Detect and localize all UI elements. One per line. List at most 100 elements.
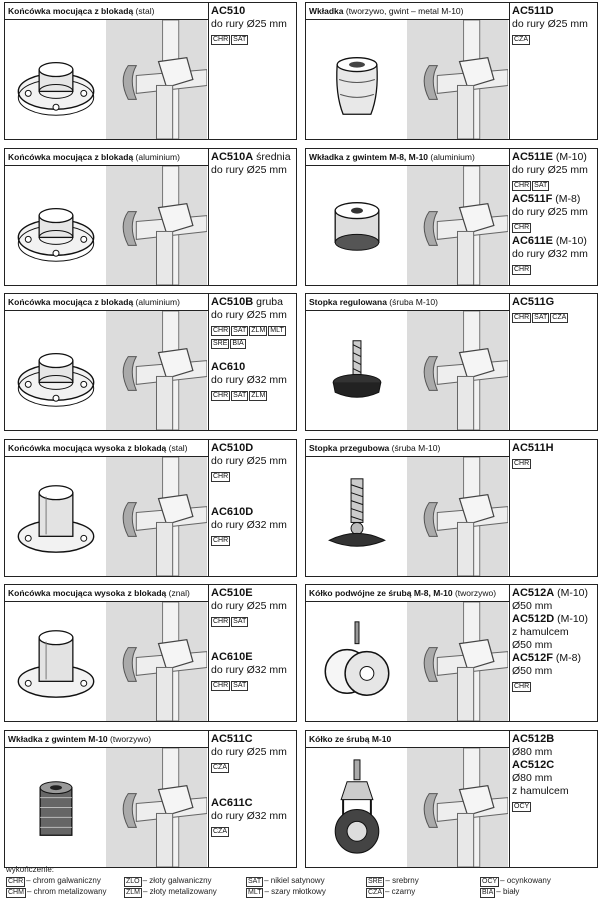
legend-item: OCY– ocynkowany [480,875,551,887]
product-title: Wkładka z gwintem M-10 (tworzywo) [8,734,151,744]
product-code-line: AC510 [211,5,297,18]
product-description: do rury Ø25 mm [211,18,287,30]
product-variant: (M-10) [554,613,589,625]
product-title-material: (śruba M-10) [389,443,441,453]
product-description: do rury Ø32 mm [512,248,588,260]
legend-label: – złoty galwaniczny [142,876,212,885]
finish-badge: SAT [231,681,249,691]
product-code: AC512F [512,652,553,664]
product-title-material: (stal) [133,6,155,16]
title-divider [306,601,509,602]
product-drawing [307,166,407,285]
finish-badges: CHR [512,679,598,692]
product-title-material: (tworzywo, gwint – metal M-10) [343,6,464,16]
finish-badge: OCY [512,802,532,812]
application-photo [407,457,508,576]
product-description: do rury Ø32 mm [211,664,287,676]
legend-label: – biały [496,887,520,896]
finish-badges: CHR [512,220,598,233]
product-drawing [6,457,106,576]
product-code: AC511D [512,5,554,17]
product-title-material: (tworzywo) [452,588,497,598]
product-title-material: (śruba M-10) [386,297,438,307]
product-card: Wkładka z gwintem M-8, M-10 (aluminium)A… [305,148,598,286]
finish-badge: CZA [211,827,229,837]
product-title-bold: Wkładka z gwintem M-8, M-10 [309,152,429,162]
product-variant: średnia [253,151,291,163]
product-code: AC511G [512,296,555,308]
product-description: Ø50 mm [512,600,553,612]
finish-badges: CZA [512,32,598,45]
product-description: do rury Ø25 mm [512,206,588,218]
product-description: Ø50 mm [512,665,553,677]
product-variant: (M-10) [554,587,589,599]
finish-badge: SAT [231,326,249,336]
finish-badges: OCY [512,799,598,812]
product-variant: (M-8) [552,193,581,205]
product-title-bold: Kółko podwójne ze śrubą M-8, M-10 [309,588,453,598]
legend-item: CHR– chrom galwaniczny [6,875,101,887]
legend-label: – chrom metalizowany [26,887,107,896]
product-code-line: AC511D [512,5,598,18]
product-drawing [307,20,407,139]
column-divider [208,440,209,576]
column-divider [208,294,209,430]
application-photo [407,20,508,139]
product-card: Końcówka mocująca z blokadą (aluminium)A… [4,293,297,431]
finish-badge: CHR [512,459,532,469]
legend-label: – ocynkowany [500,876,551,885]
finish-badge: CHR [211,681,231,691]
title-divider [5,165,208,166]
product-title: Końcówka mocująca z blokadą (stal) [8,6,154,16]
product-title: Stopka regulowana (śruba M-10) [309,297,438,307]
finish-badges: CHR [211,469,297,482]
product-variant: (M-10) [552,151,587,163]
legend-code: CZA [366,888,384,898]
product-drawing [6,311,106,430]
product-code-line: AC610D [211,506,297,519]
finish-badge: CHR [211,536,231,546]
finish-badge: CHR [211,35,231,45]
finish-badge: CHR [512,265,532,275]
legend-code: CHM [6,888,26,898]
product-card: Końcówka mocująca wysoka z blokadą (znal… [4,584,297,722]
legend-code: BIA [480,888,496,898]
legend-code: MLT [246,888,264,898]
product-card: Końcówka mocująca wysoka z blokadą (stal… [4,439,297,577]
product-variant: (M-8) [552,652,581,664]
product-code-line: AC512F (M-8) [512,652,598,665]
finish-badge: CHR [211,326,231,336]
application-photo [407,311,508,430]
finish-badges: CHR [211,533,297,546]
product-code-line: AC511F (M-8) [512,193,598,206]
product-description: do rury Ø25 mm [211,600,287,612]
title-divider [5,601,208,602]
finish-badges: CZA [211,760,297,773]
column-divider [208,3,209,139]
finish-badge: CHR [211,617,231,627]
finish-badges: CHR [512,456,598,469]
product-description: do rury Ø25 mm [211,309,287,321]
column-divider [208,585,209,721]
application-photo [106,20,207,139]
product-title-material: (tworzywo) [107,734,152,744]
product-title-bold: Stopka regulowana [309,297,387,307]
application-photo [106,748,207,867]
legend-label: – srebrny [385,876,419,885]
application-photo [106,311,207,430]
finish-badge: SAT [231,617,249,627]
product-card: Wkładka (tworzywo, gwint – metal M-10)AC… [305,2,598,140]
product-code-line: AC611C [211,797,297,810]
legend-heading: wykończenie: [6,865,55,874]
